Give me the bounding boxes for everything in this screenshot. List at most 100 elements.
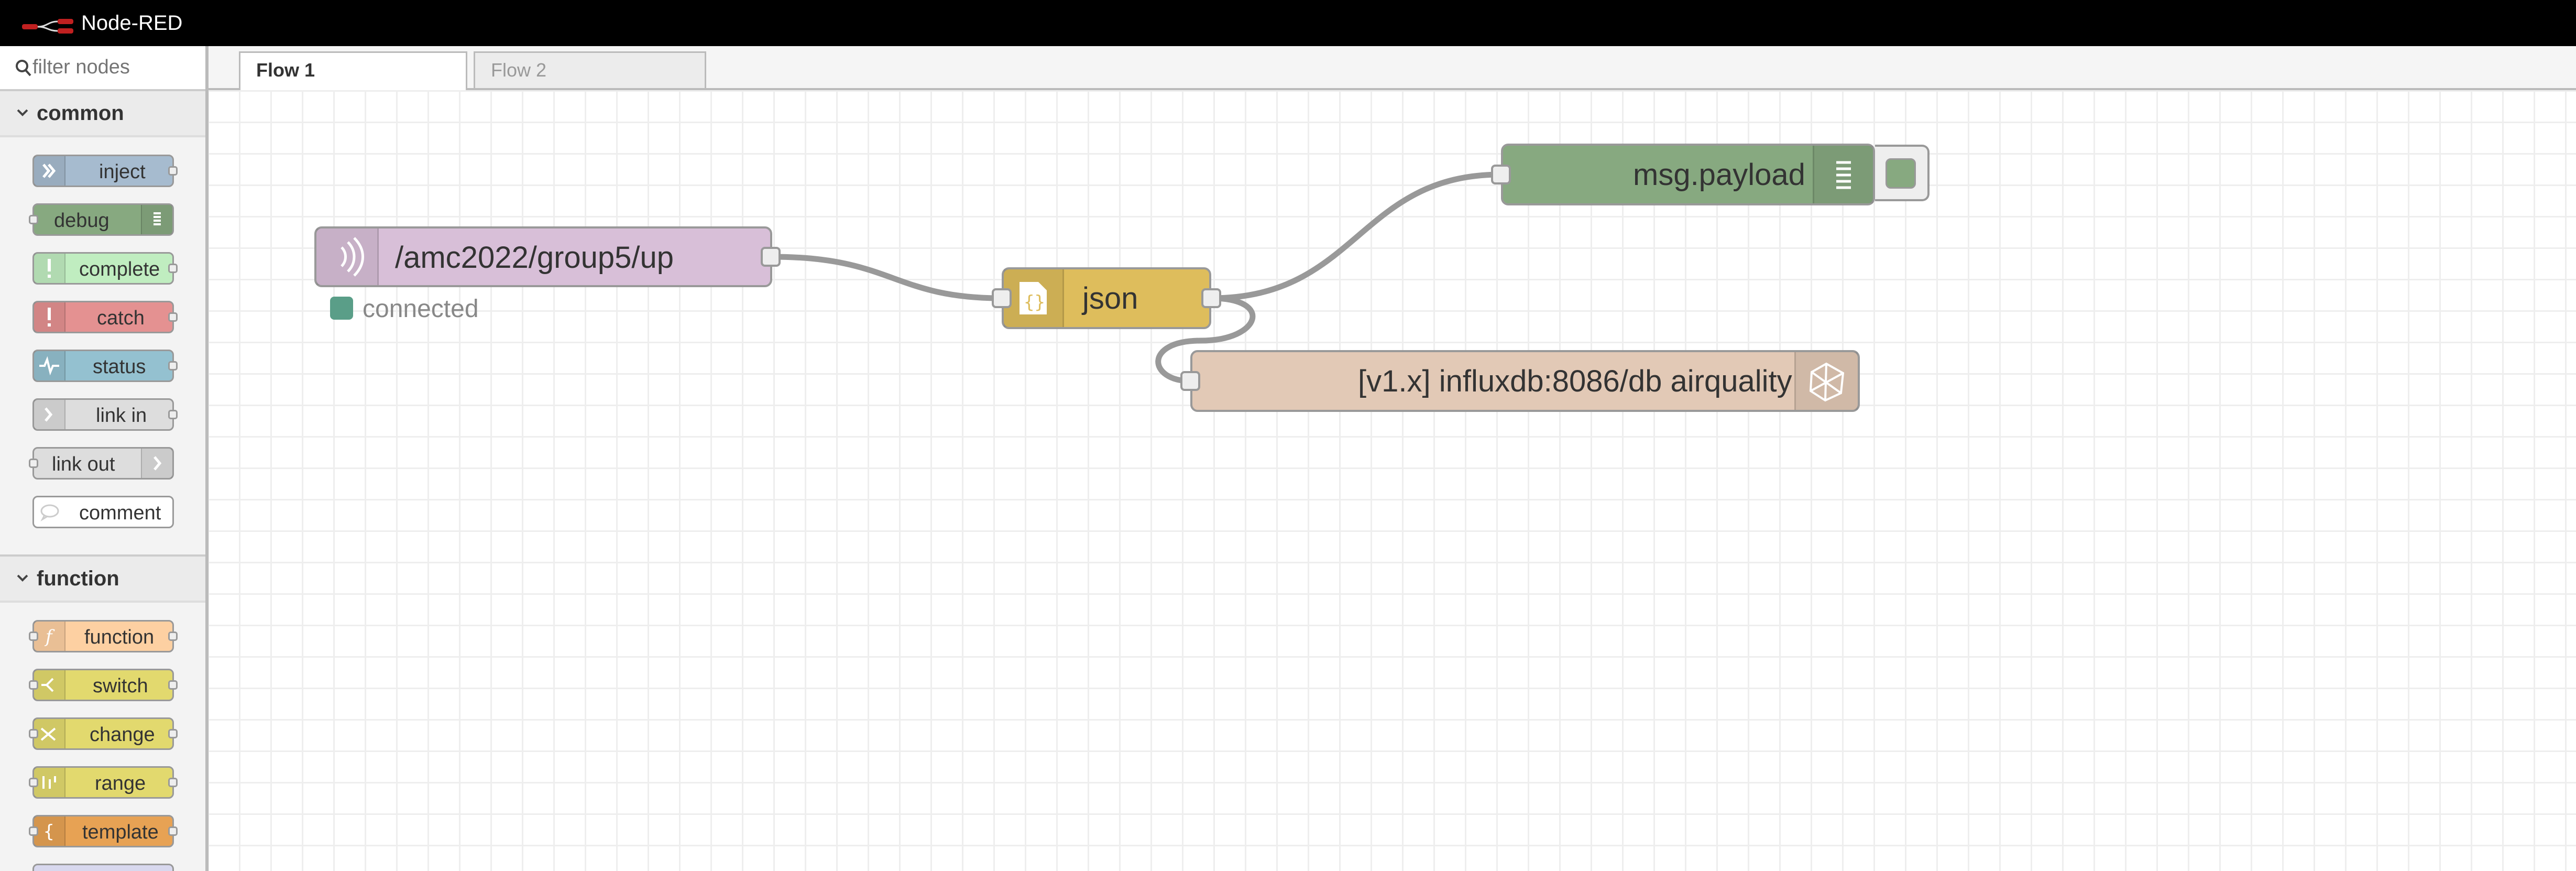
influxdb-input-port[interactable] xyxy=(1180,371,1200,391)
debug-icon xyxy=(1813,146,1873,203)
palette-node-range[interactable]: range xyxy=(29,766,178,799)
output-port xyxy=(168,826,178,836)
range-icon xyxy=(34,768,65,797)
status-indicator xyxy=(330,297,353,320)
flow-canvas[interactable]: /amc2022/group5/up connected {} json msg… xyxy=(209,90,2576,871)
influxdb-icon xyxy=(1794,352,1858,410)
palette-category-common[interactable]: common xyxy=(0,89,205,137)
json-output-port[interactable] xyxy=(1201,288,1221,308)
input-port xyxy=(29,778,38,787)
palette-node-comment[interactable]: comment xyxy=(32,496,174,528)
node-label: change xyxy=(90,724,155,746)
input-port xyxy=(29,215,38,224)
output-port xyxy=(168,410,178,419)
chevron-down-icon xyxy=(17,574,28,582)
palette-node-debug[interactable]: debug xyxy=(29,203,174,236)
node-label: range xyxy=(95,772,146,794)
input-port xyxy=(29,729,38,738)
output-port xyxy=(168,729,178,738)
palette-node-change[interactable]: change xyxy=(29,717,178,750)
json-icon: {} xyxy=(1004,269,1064,327)
search-icon xyxy=(16,60,31,77)
output-port xyxy=(168,778,178,787)
palette-node-link-out[interactable]: link out xyxy=(29,447,174,480)
node-label: catch xyxy=(97,307,145,329)
palette-node-partial[interactable] xyxy=(32,864,174,871)
debug-toggle-indicator xyxy=(1886,158,1916,189)
node-label: switch xyxy=(93,675,148,697)
palette-node-catch[interactable]: catch xyxy=(32,301,178,333)
filter-nodes-input[interactable] xyxy=(31,52,201,82)
output-port xyxy=(168,361,178,371)
inject-icon xyxy=(34,156,65,186)
svg-text:{: { xyxy=(43,821,54,842)
node-label: function xyxy=(84,626,155,648)
output-port xyxy=(168,632,178,641)
node-label: comment xyxy=(79,502,161,524)
alert-icon xyxy=(34,254,65,283)
output-port xyxy=(168,312,178,322)
svg-text:{}: {} xyxy=(1024,292,1045,313)
status-text: connected xyxy=(363,295,479,323)
palette-node-link-in[interactable]: link in xyxy=(32,398,178,431)
tab-flow-1[interactable]: Flow 1 xyxy=(239,51,467,90)
wire-json-to-influx xyxy=(1155,295,1256,384)
switch-icon xyxy=(34,670,65,700)
influxdb-out-node[interactable]: [v1.x] influxdb:8086/db airquality xyxy=(1190,350,1860,412)
debug-input-port[interactable] xyxy=(1491,165,1511,184)
node-label: complete xyxy=(79,258,160,280)
node-label: inject xyxy=(99,161,146,183)
alert-icon xyxy=(34,302,65,332)
node-label: debug xyxy=(54,210,109,232)
wire-mqtt-to-json xyxy=(772,254,1002,301)
node-label: status xyxy=(93,356,146,378)
template-icon: { xyxy=(34,816,65,846)
category-label: function xyxy=(37,567,119,590)
input-port xyxy=(29,826,38,836)
output-port xyxy=(168,680,178,690)
output-port xyxy=(168,264,178,273)
app-title: Node-RED xyxy=(81,12,183,35)
palette-node-inject[interactable]: inject xyxy=(32,155,178,187)
flow-tabs: Flow 1 Flow 2 xyxy=(209,46,2576,90)
node-label: /amc2022/group5/up xyxy=(395,241,674,275)
node-palette: common inject debug complete catch statu… xyxy=(0,46,209,871)
node-label: link out xyxy=(52,453,115,475)
workspace: Flow 1 Flow 2 /amc2022/group5/up connect… xyxy=(209,46,2576,871)
shuffle-icon xyxy=(34,719,65,748)
tab-flow-2[interactable]: Flow 2 xyxy=(474,51,706,88)
output-port xyxy=(168,166,178,176)
link-in-icon xyxy=(34,400,65,429)
input-port xyxy=(29,680,38,690)
comment-icon xyxy=(34,497,64,527)
wire-json-to-debug xyxy=(1211,171,1501,301)
link-out-icon xyxy=(141,449,172,478)
node-label: link in xyxy=(96,405,147,427)
wireless-icon xyxy=(316,228,379,285)
palette-node-switch[interactable]: switch xyxy=(29,669,178,701)
json-node[interactable]: {} json xyxy=(1002,267,1211,329)
palette-node-status[interactable]: status xyxy=(32,350,178,382)
input-port xyxy=(29,632,38,641)
node-label: json xyxy=(1082,281,1138,315)
palette-node-function[interactable]: f function xyxy=(29,620,178,652)
palette-node-complete[interactable]: complete xyxy=(32,252,178,285)
mqtt-in-node[interactable]: /amc2022/group5/up xyxy=(314,226,772,287)
debug-node[interactable]: msg.payload xyxy=(1501,144,1875,205)
json-input-port[interactable] xyxy=(992,288,1012,308)
node-label: msg.payload xyxy=(1633,158,1805,192)
node-label: [v1.x] influxdb:8086/db airquality xyxy=(1358,364,1792,398)
debug-toggle-button[interactable] xyxy=(1875,145,1930,201)
header-bar: Node-RED xyxy=(0,0,2576,46)
palette-category-function[interactable]: function xyxy=(0,554,205,603)
category-label: common xyxy=(37,102,124,125)
input-port xyxy=(29,459,38,468)
mqtt-output-port[interactable] xyxy=(761,247,781,267)
chevron-down-icon xyxy=(17,109,28,116)
svg-text:f: f xyxy=(44,626,55,647)
pulse-icon xyxy=(34,351,65,380)
wires xyxy=(772,171,1501,384)
palette-filter xyxy=(0,46,205,91)
palette-node-template[interactable]: { template xyxy=(29,815,178,847)
node-label: template xyxy=(82,821,159,843)
